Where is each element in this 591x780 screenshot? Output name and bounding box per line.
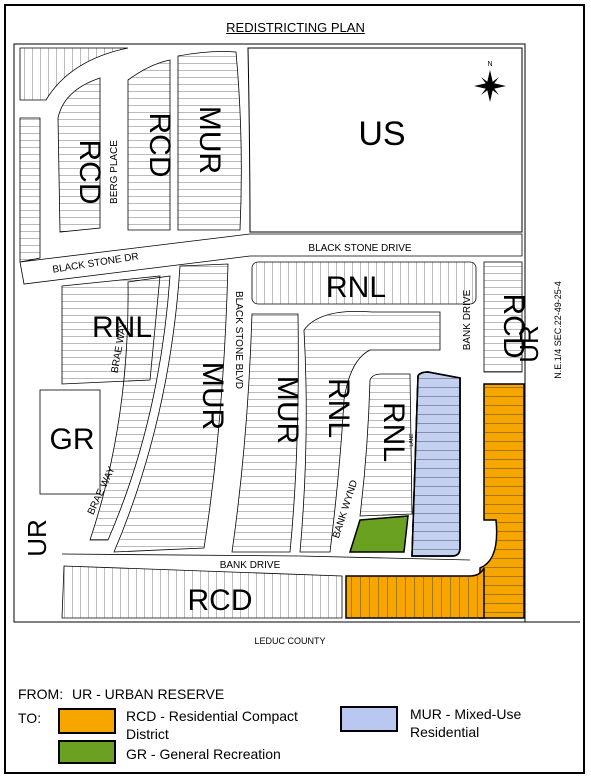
legend-gr: GR - General Recreation <box>126 746 281 762</box>
map-title: REDISTRICTING PLAN <box>226 20 365 35</box>
legend-to-label: TO: <box>18 710 42 726</box>
zone-label-rnl-inner: RNL <box>377 402 410 462</box>
parcel-brae-west <box>89 275 171 541</box>
parcel-mur-center <box>113 263 229 553</box>
parcel-rnl-top <box>251 261 477 305</box>
zone-label-rcd-west: RCD <box>73 140 106 205</box>
zone-label-mur-top: MUR <box>193 106 226 174</box>
parcel-rcd-south <box>61 565 343 619</box>
zone-label-rnl-west: RNL <box>92 311 152 344</box>
zone-label-ur-west: UR <box>22 519 52 557</box>
legend-rcd-line2: District <box>126 726 169 742</box>
zone-label-mur-center: MUR <box>196 362 229 430</box>
parcel-rcd-east-top <box>483 261 523 373</box>
parcel-rnl-inner <box>359 373 413 517</box>
parcel-mur-top <box>177 51 242 231</box>
parcel-us <box>247 47 523 233</box>
zone-label-us: US <box>358 115 405 153</box>
parcel-mur-second <box>231 313 299 553</box>
street-label-leduc-county: LEDUC COUNTY <box>254 636 325 646</box>
zone-label-mur-second: MUR <box>271 376 304 444</box>
street-label-berg-place: BERG PLACE <box>109 140 120 204</box>
zone-label-rnl-top: RNL <box>326 271 386 304</box>
legend-swatch-rcd <box>58 708 116 734</box>
legend-rcd-line1: RCD - Residential Compact <box>126 708 298 724</box>
parcel-rcd-berg <box>127 59 171 231</box>
street-label-black-stone-drive: BLACK STONE DRIVE <box>308 243 412 254</box>
parcel-w-lots <box>19 117 41 263</box>
parcel-nw-lots <box>19 47 129 101</box>
street-label-bank-drive: BANK DRIVE <box>220 560 281 571</box>
parcel-gr-east <box>348 515 409 553</box>
street-label-lane: LANE <box>409 433 415 447</box>
compass-label: N <box>487 61 492 68</box>
zone-label-rcd-east: RCD <box>497 294 530 359</box>
legend-mur-line1: MUR - Mixed-Use <box>410 706 522 722</box>
legend-mur-line2: Residential <box>410 724 480 740</box>
zone-label-ur-east: UR <box>514 325 544 363</box>
parcel-rnl-curved <box>299 311 441 553</box>
legend-from-label: FROM: <box>18 686 64 702</box>
section-label: N.E.1/4 SEC.22-49-25-4 <box>553 281 563 379</box>
street-label-bank-drive-north: BANK DRIVE <box>462 289 473 350</box>
zone-label-rcd-south: RCD <box>188 584 253 617</box>
zone-label-rcd-berg: RCD <box>143 113 176 178</box>
road-bank-drive <box>61 553 471 561</box>
legend-swatch-gr <box>58 740 116 764</box>
compass-icon <box>474 70 506 102</box>
legend-swatch-mur <box>340 706 398 732</box>
zone-label-gr-west: GR <box>50 423 95 456</box>
street-label-black-stone-blvd: BLACK STONE BLVD <box>233 291 244 389</box>
legend-from-value: UR - URBAN RESERVE <box>72 686 225 702</box>
zone-label-rnl-curved: RNL <box>322 378 355 438</box>
parcel-gr-west <box>39 389 101 495</box>
road-black-stone-drive <box>19 233 523 285</box>
parcel-rcd-west <box>57 77 101 233</box>
